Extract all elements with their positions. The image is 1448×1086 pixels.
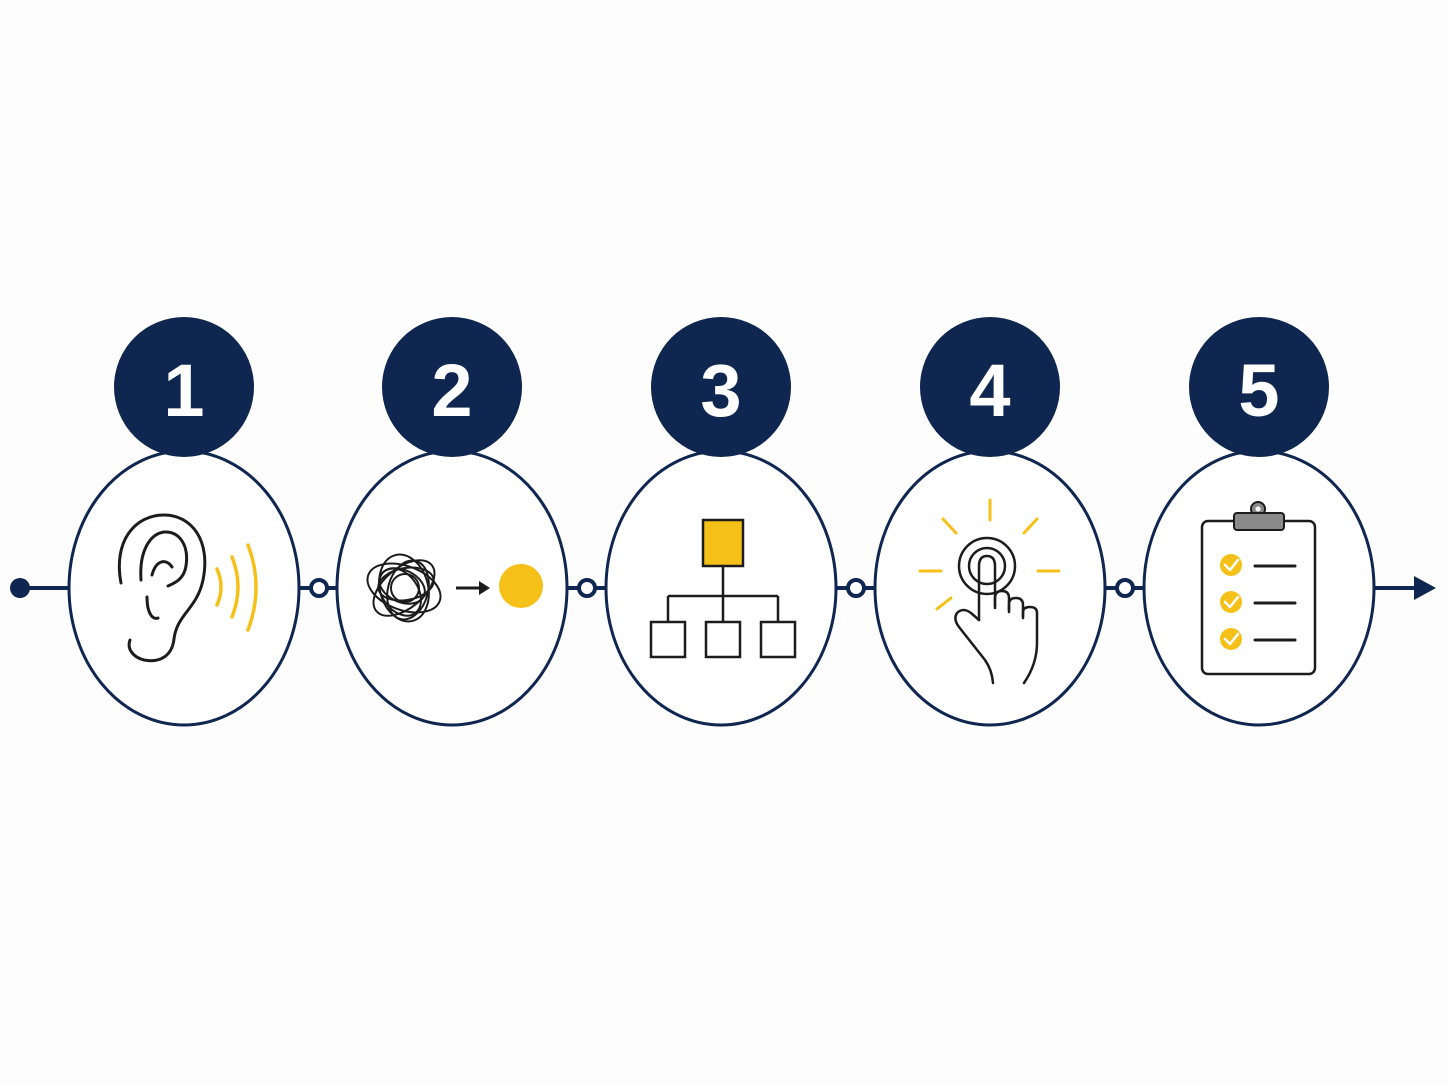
- timeline-connector-node: [309, 578, 329, 598]
- check-item: [1220, 554, 1297, 576]
- step-3: 3: [604, 317, 838, 727]
- timeline-connector-node: [1115, 578, 1135, 598]
- ear-icon: [117, 513, 207, 663]
- clipboard-clip-icon: [1233, 501, 1285, 531]
- step-number: 3: [700, 349, 741, 432]
- step-1: 1: [67, 317, 301, 727]
- timeline: [10, 576, 1436, 600]
- check-item: [1220, 591, 1297, 613]
- step-ellipse: [67, 449, 301, 727]
- step-number-badge: [1189, 317, 1329, 457]
- tangle-icon: [366, 553, 442, 623]
- step-ellipse: [604, 449, 838, 727]
- step-number: 2: [431, 349, 472, 432]
- step-number: 1: [163, 349, 204, 432]
- step-number: 5: [1238, 349, 1279, 432]
- hierarchy-icon: [649, 518, 797, 659]
- yellow-dot-icon: [499, 564, 543, 608]
- timeline-arrow-head: [1414, 576, 1436, 600]
- arrow-right-icon: [456, 581, 490, 595]
- step-2: 2: [335, 317, 569, 727]
- spark-rays-icon: [918, 498, 1061, 611]
- step-ellipse: [873, 449, 1107, 727]
- timeline-connector-node: [577, 578, 597, 598]
- timeline-connector-node: [846, 578, 866, 598]
- check-item: [1220, 628, 1297, 650]
- step-4: 4: [873, 317, 1107, 727]
- step-number-badge: [920, 317, 1060, 457]
- sound-waves-icon: [215, 543, 258, 632]
- step-5: 5: [1142, 317, 1376, 727]
- step-number: 4: [969, 349, 1010, 432]
- tap-hand-icon: [954, 536, 1039, 685]
- step-number-badge: [382, 317, 522, 457]
- step-number-badge: [114, 317, 254, 457]
- timeline-start-dot: [10, 578, 30, 598]
- step-number-badge: [651, 317, 791, 457]
- clipboard-checklist-icon: [1200, 501, 1317, 676]
